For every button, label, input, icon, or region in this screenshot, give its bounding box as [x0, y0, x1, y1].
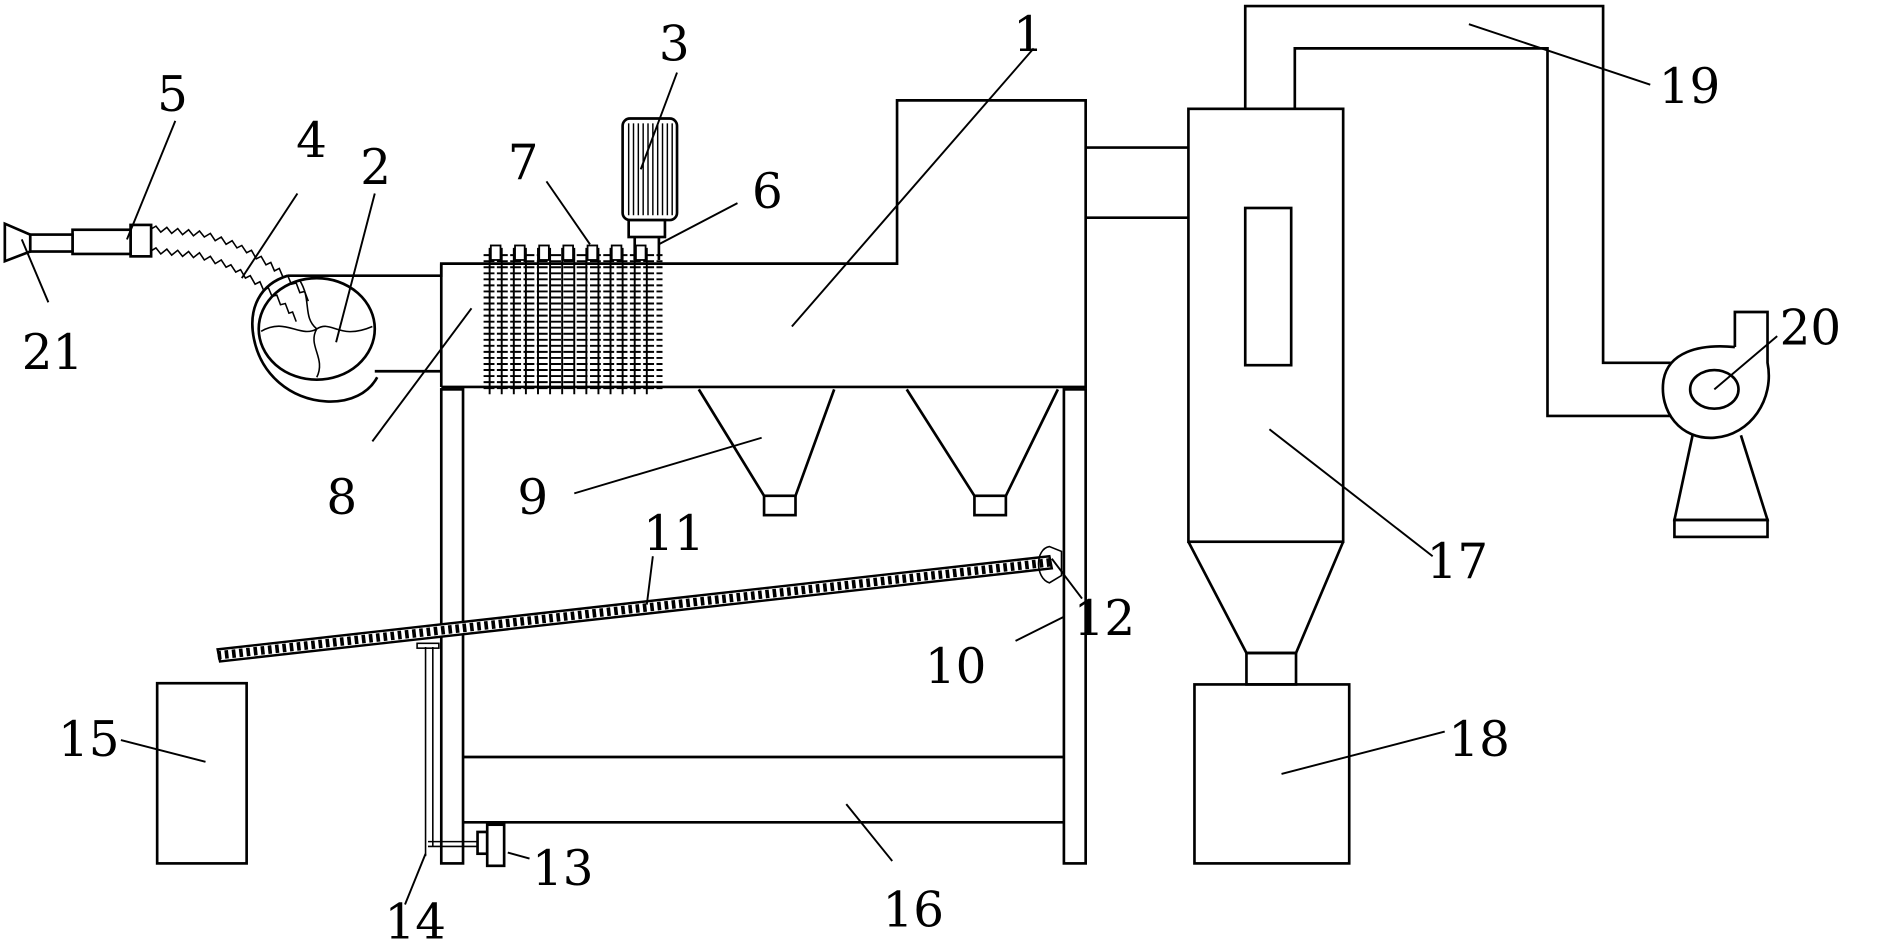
label-13: 13	[532, 841, 594, 897]
label-4: 4	[296, 113, 327, 169]
dust-collector-box	[1194, 684, 1349, 863]
brush-roller-assembly	[484, 245, 663, 394]
brush-shaft-cap	[588, 245, 598, 260]
label-21: 21	[22, 325, 84, 381]
label-7: 7	[508, 135, 539, 191]
label-10: 10	[925, 639, 987, 695]
main-housing	[288, 100, 1086, 387]
part-labels: 1 2 3 4 5 6 7 8 9 10 11 12 13 14 15 16 1…	[22, 7, 1841, 942]
collection-hoppers	[699, 389, 1058, 515]
label-15: 15	[58, 712, 120, 768]
cyclone-separator	[1188, 109, 1343, 685]
conveyor-drive	[417, 643, 504, 866]
brush-shaft-cap	[612, 245, 622, 260]
label-19: 19	[1659, 59, 1721, 115]
label-3: 3	[659, 16, 690, 72]
label-20: 20	[1780, 301, 1842, 357]
label-16: 16	[883, 882, 945, 938]
brush-shaft-cap	[491, 245, 501, 260]
brush-shaft-cap	[515, 245, 525, 260]
brush-shaft-cap	[636, 245, 646, 260]
label-9: 9	[517, 470, 548, 526]
label-6: 6	[752, 164, 783, 220]
label-8: 8	[326, 470, 357, 526]
label-14: 14	[384, 894, 446, 942]
suction-nozzle	[5, 224, 30, 261]
label-18: 18	[1448, 712, 1510, 768]
exhaust-pipe	[1245, 6, 1671, 416]
label-2: 2	[360, 140, 391, 196]
corrugated-hose	[150, 226, 308, 322]
label-11: 11	[643, 506, 705, 562]
exhaust-fan	[1663, 312, 1769, 537]
leader-lines	[22, 24, 1777, 904]
transfer-duct	[1086, 148, 1189, 218]
label-17: 17	[1427, 534, 1489, 590]
brush-shaft-cap	[563, 245, 573, 260]
spray-handle	[30, 225, 151, 256]
brush-shaft-cap	[539, 245, 549, 260]
label-12: 12	[1074, 591, 1136, 647]
waste-bin	[157, 683, 246, 863]
label-1: 1	[1013, 7, 1044, 63]
label-5: 5	[157, 67, 188, 123]
